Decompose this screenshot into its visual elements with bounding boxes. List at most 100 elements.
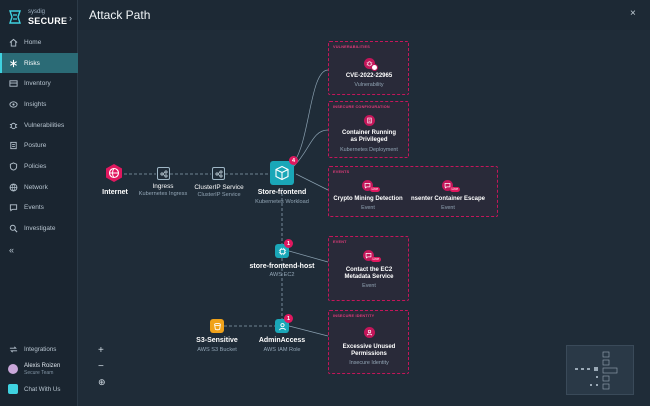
sidebar-item-policies[interactable]: Policies <box>0 156 78 177</box>
zoom-out-button[interactable]: − <box>98 361 104 372</box>
event-icon <box>442 180 453 191</box>
sidebar-item-network[interactable]: Network <box>0 177 78 198</box>
sidebar-item-label: Posture <box>24 142 47 150</box>
bug-icon <box>364 58 375 69</box>
vulnerabilities-icon <box>8 120 18 130</box>
live-badge: Live <box>371 257 381 262</box>
event-title: Crypto Mining Detection <box>333 196 403 202</box>
user-role: Secure Team <box>24 369 54 376</box>
event-icon <box>363 250 374 261</box>
host-sub: AWS EC2 <box>269 272 295 278</box>
user-name: Alexis Roizen <box>24 362 61 369</box>
risk-configuration-panel[interactable]: INSECURE CONFIGURATION Container Running… <box>328 101 409 158</box>
clusterip-sub: ClusterIP Service <box>197 192 241 198</box>
sidebar-nav: Home Risks Inventory Insights Vulnerabil… <box>0 32 78 239</box>
ingress-node[interactable] <box>157 167 170 180</box>
internet-node[interactable] <box>104 163 124 183</box>
user-profile[interactable]: Alexis Roizen Secure Team <box>0 358 78 380</box>
event-icon <box>362 180 373 191</box>
host-badge: 1 <box>284 239 293 248</box>
header: Attack Path × <box>78 0 650 30</box>
bucket-icon <box>213 322 221 330</box>
risk-sub: Event <box>362 283 376 289</box>
minimap-graph-icon <box>575 351 618 390</box>
inventory-icon <box>8 79 18 89</box>
identity-icon <box>364 327 375 338</box>
internet-label: Internet <box>102 189 128 196</box>
risk-identity-panel[interactable]: INSECURE IDENTITY Excessive Unused Permi… <box>328 310 409 374</box>
config-doc-icon <box>364 115 375 126</box>
risk-host-event-panel[interactable]: EVENT Live Contact the EC2 Metadata Serv… <box>328 236 409 301</box>
risk-title: CVE-2022-22965 <box>345 73 393 79</box>
sidebar-item-home[interactable]: Home <box>0 32 78 53</box>
graph-canvas[interactable] <box>78 30 650 406</box>
risk-title-line2: as Privileged <box>350 137 388 143</box>
integrations-icon <box>8 344 18 354</box>
chat-with-us-button[interactable]: Chat With Us <box>0 380 78 398</box>
risk-title-line2: Permissions <box>351 351 387 357</box>
store-frontend-badge: 4 <box>289 156 298 165</box>
risk-title-line1: Excessive Unused <box>342 344 396 350</box>
risk-sub: Vulnerability <box>354 82 384 88</box>
s3-title: S3-Sensitive <box>196 337 238 344</box>
sidebar-item-integrations[interactable]: Integrations <box>0 340 78 358</box>
sidebar-item-investigate[interactable]: Investigate <box>0 218 78 239</box>
admin-title: AdminAccess <box>258 337 306 344</box>
sidebar-item-inventory[interactable]: Inventory <box>0 73 78 94</box>
event-sub: Event <box>441 205 455 211</box>
risk-head: VULNERABILITIES <box>333 45 370 49</box>
s3-sub: AWS S3 Bucket <box>197 347 237 353</box>
home-icon <box>8 37 18 47</box>
brand-big: SECURE <box>28 16 68 26</box>
minimap[interactable] <box>566 345 634 395</box>
host-title: store-frontend-host <box>249 263 315 270</box>
insights-icon <box>8 99 18 109</box>
risk-title-line1: Container Running <box>342 130 396 136</box>
sidebar-bottom: Integrations Alexis Roizen Secure Team C… <box>0 340 78 398</box>
avatar <box>8 364 18 374</box>
integrations-label: Integrations <box>24 345 57 353</box>
network-icon <box>8 182 18 192</box>
sidebar-item-label: Network <box>24 183 48 191</box>
risk-sub: Insecure Identity <box>349 360 389 366</box>
sidebar-item-posture[interactable]: Posture <box>0 135 78 156</box>
risk-title-line2: Metadata Service <box>344 274 394 280</box>
sidebar-item-vulnerabilities[interactable]: Vulnerabilities <box>0 115 78 136</box>
alert-dot-icon <box>371 64 378 71</box>
brand-small: sysdig <box>28 9 46 15</box>
sidebar-item-label: Risks <box>24 59 40 67</box>
risk-vulnerabilities-panel[interactable]: VULNERABILITIES CVE-2022-22965 Vulnerabi… <box>328 41 409 95</box>
close-button[interactable]: × <box>630 8 636 19</box>
live-badge: Live <box>450 187 460 192</box>
risk-head: EVENTS <box>333 170 350 174</box>
store-frontend-title: Store-frontend <box>257 189 307 196</box>
sysdig-logo-icon <box>9 10 21 24</box>
user-icon <box>278 322 286 330</box>
share-icon <box>159 169 168 178</box>
clusterip-node[interactable] <box>212 167 225 180</box>
investigate-icon <box>8 224 18 234</box>
sidebar: sysdig SECURE › Home Risks Inventory Ins… <box>0 0 78 406</box>
ingress-title: Ingress <box>152 183 174 190</box>
share-icon <box>214 169 223 178</box>
clusterip-title: ClusterIP Service <box>194 184 244 191</box>
sidebar-item-events[interactable]: Events <box>0 198 78 219</box>
store-frontend-node[interactable] <box>270 161 294 185</box>
brand[interactable]: sysdig SECURE › <box>5 7 75 29</box>
risk-head: INSECURE CONFIGURATION <box>333 105 390 109</box>
risk-events-panel[interactable]: EVENTS Live Crypto Mining Detection Even… <box>328 166 498 217</box>
fit-view-button[interactable]: ⊕ <box>98 377 106 387</box>
sidebar-item-risks[interactable]: Risks <box>0 52 78 74</box>
collapse-sidebar-icon[interactable]: « <box>9 245 15 255</box>
risk-sub: Kubernetes Deployment <box>340 147 398 153</box>
store-frontend-sub: Kubernetes Workload <box>255 199 309 205</box>
admin-badge: 1 <box>284 314 293 323</box>
brand-chevron-icon[interactable]: › <box>69 13 72 23</box>
sidebar-item-label: Events <box>24 204 44 212</box>
s3-node[interactable] <box>210 319 224 333</box>
risks-icon <box>8 58 18 68</box>
posture-icon <box>8 141 18 151</box>
zoom-in-button[interactable]: + <box>98 345 104 356</box>
sidebar-item-insights[interactable]: Insights <box>0 94 78 115</box>
event-sub: Event <box>361 205 375 211</box>
